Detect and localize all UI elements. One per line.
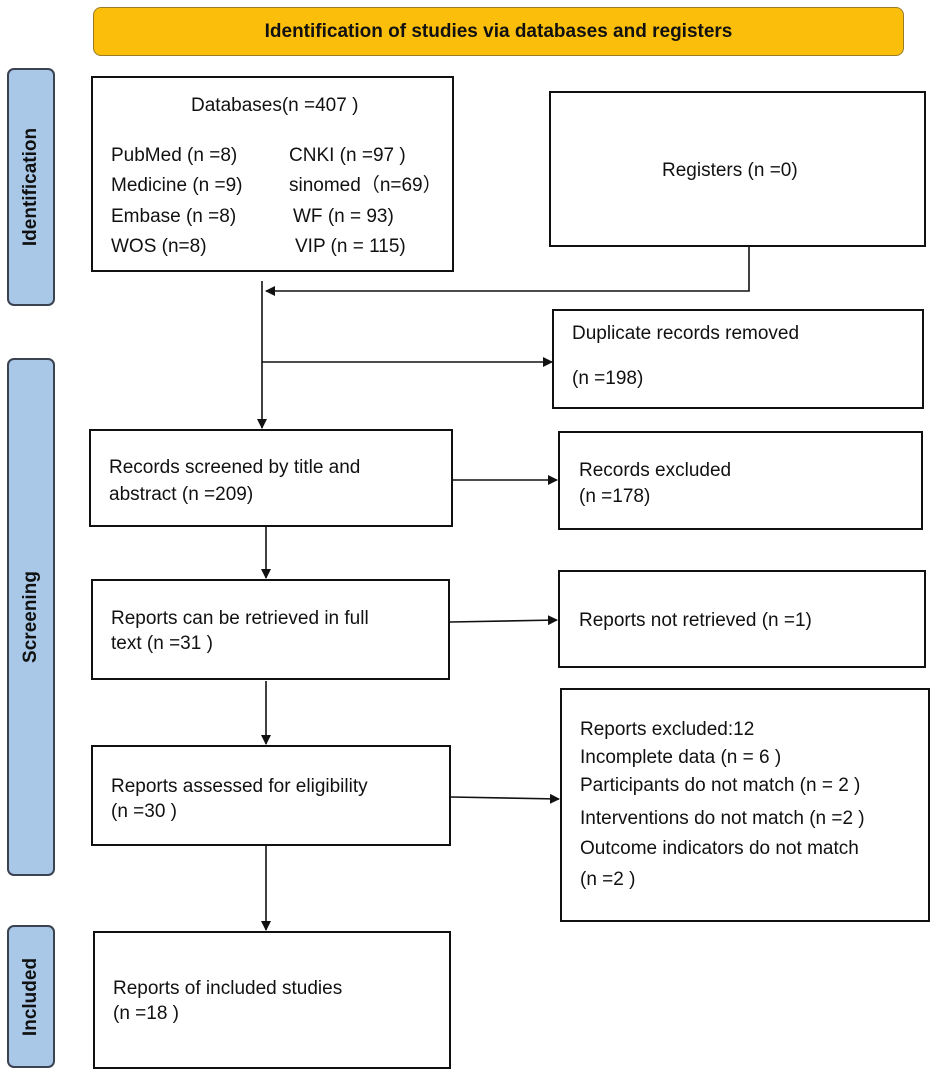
- duplicates-removed-box: Duplicate records removed (n =198): [552, 309, 924, 409]
- reports-excluded-box: Reports excluded:12 Incomplete data (n =…: [560, 688, 930, 922]
- reports-not-retrieved-text: Reports not retrieved (n =1): [579, 610, 812, 631]
- phase-included: Included: [7, 925, 55, 1068]
- database-medicine: Medicine (n =9): [111, 175, 243, 196]
- records-screened-box: Records screened by title and abstract (…: [89, 429, 453, 527]
- database-pubmed: PubMed (n =8): [111, 145, 238, 166]
- registers-text: Registers (n =0): [662, 160, 798, 181]
- reports-assessed-line2: (n =30 ): [111, 801, 178, 822]
- reports-excluded-participants: Participants do not match (n = 2 ): [580, 775, 861, 796]
- reports-excluded-incomplete: Incomplete data (n = 6 ): [580, 747, 782, 768]
- databases-box: Databases(n =407 ) PubMed (n =8) Medicin…: [91, 76, 454, 272]
- registers-box: Registers (n =0): [549, 91, 926, 247]
- included-studies-line2: (n =18 ): [113, 1003, 180, 1024]
- reports-excluded-outcome-count: (n =2 ): [580, 869, 636, 890]
- reports-excluded-total: Reports excluded:12: [580, 719, 755, 740]
- reports-retrieved-line1: Reports can be retrieved in full: [111, 608, 369, 629]
- reports-excluded-interventions: Interventions do not match (n =2 ): [580, 808, 865, 829]
- databases-title: Databases(n =407 ): [191, 95, 359, 116]
- records-excluded-count: (n =178): [579, 486, 651, 507]
- included-studies-line1: Reports of included studies: [113, 978, 343, 999]
- records-excluded-label: Records excluded: [579, 460, 732, 481]
- duplicates-label: Duplicate records removed: [572, 323, 800, 344]
- records-screened-line1: Records screened by title and: [109, 457, 361, 478]
- registers-connector: [265, 247, 750, 296]
- reports-not-retrieved-box: Reports not retrieved (n =1): [558, 570, 926, 668]
- included-studies-box: Reports of included studies (n =18 ): [93, 931, 451, 1069]
- assessed-to-excluded-arrow: [450, 793, 560, 804]
- records-screened-line2: abstract (n =209): [109, 484, 254, 505]
- database-cnki: CNKI (n =97 ): [289, 145, 406, 166]
- database-embase: Embase (n =8): [111, 206, 237, 227]
- retrieved-to-not-retrieved-arrow: [449, 615, 558, 626]
- reports-assessed-box: Reports assessed for eligibility (n =30 …: [91, 745, 451, 846]
- records-excluded-box: Records excluded (n =178): [558, 431, 923, 530]
- phase-screening: Screening: [7, 358, 55, 876]
- database-vip: VIP (n = 115): [295, 236, 406, 257]
- reports-excluded-outcome: Outcome indicators do not match: [580, 838, 859, 859]
- header-title: Identification of studies via databases …: [264, 20, 733, 42]
- database-wf: WF (n = 93): [293, 206, 394, 227]
- header-banner: Identification of studies via databases …: [93, 7, 904, 56]
- reports-retrieved-line2: text (n =31 ): [111, 633, 213, 654]
- duplicates-count: (n =198): [572, 368, 644, 389]
- reports-assessed-line1: Reports assessed for eligibility: [111, 776, 368, 797]
- database-sinomed: sinomed（n=69）: [289, 175, 442, 196]
- database-wos: WOS (n=8): [111, 236, 207, 257]
- phase-identification: Identification: [7, 68, 55, 306]
- reports-retrieved-box: Reports can be retrieved in full text (n…: [91, 579, 450, 680]
